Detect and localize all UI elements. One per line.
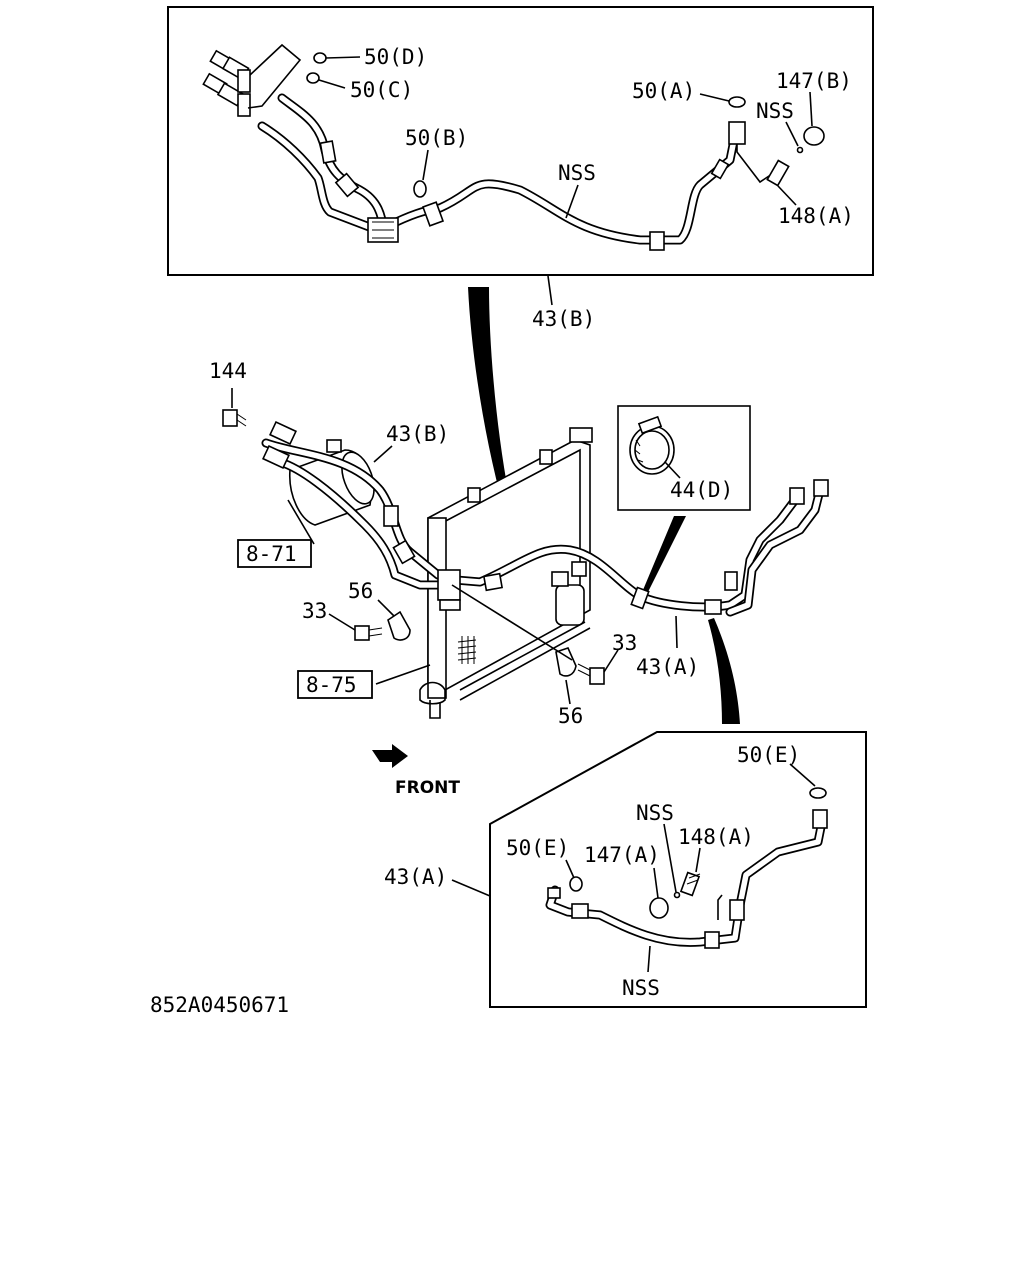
label-clip-56-right: 56	[558, 704, 583, 728]
label-o-ring-50c: 50(C)	[350, 78, 413, 102]
label-pipe-43a-main: 43(A)	[636, 655, 699, 679]
bottom-inset-frame	[489, 731, 867, 1008]
nss-cap-bottom	[673, 891, 681, 899]
label-o-ring-50d: 50(D)	[364, 45, 427, 69]
label-pipe-43a-inset: 43(A)	[384, 865, 447, 889]
bottom-inset: 50(E) NSS 148(A) 50(E) 147(A) NSS 43(A)	[384, 731, 867, 1008]
label-clamp-44d: 44(D)	[670, 478, 733, 502]
top-inset-leader	[547, 275, 553, 306]
label-o-ring-50b: 50(B)	[405, 126, 468, 150]
label-bolt-144: 144	[209, 359, 247, 383]
pointer-arrow-clamp	[643, 516, 686, 592]
label-pipe-43b-main: 43(B)	[386, 422, 449, 446]
label-nss-hose-top: NSS	[558, 161, 596, 185]
condenser-grille	[457, 636, 477, 664]
pointer-arrow-top	[468, 287, 520, 546]
top-inset-fittings	[202, 49, 251, 117]
label-top-inset-43b: 43(B)	[532, 307, 595, 331]
cap-147a	[649, 897, 669, 919]
label-valve-148a-bottom: 148(A)	[678, 825, 754, 849]
label-valve-148a-top: 148(A)	[778, 204, 854, 228]
label-front: FRONT	[395, 778, 460, 798]
label-nss-hose-bottom: NSS	[622, 976, 660, 1000]
label-nss-cap-top: NSS	[756, 99, 794, 123]
label-cap-147b: 147(B)	[776, 69, 852, 93]
label-ref-8-71: 8-71	[246, 542, 297, 566]
label-ref-8-75: 8-75	[306, 673, 357, 697]
label-o-ring-50a: 50(A)	[632, 79, 695, 103]
label-o-ring-50e-top: 50(E)	[737, 743, 800, 767]
bolt-33-right	[577, 663, 605, 685]
bolt-33-left	[354, 625, 383, 641]
pointer-arrow-bottom	[708, 618, 740, 724]
label-bolt-33-left: 33	[302, 599, 327, 623]
label-bolt-33-right: 33	[612, 631, 637, 655]
label-o-ring-50e-left: 50(E)	[506, 836, 569, 860]
document-id: 852A0450671	[150, 993, 289, 1017]
front-indicator: FRONT	[372, 744, 460, 798]
top-inset: 50(D) 50(C) 50(B) 50(A) 147(B) NSS NSS 1…	[167, 6, 874, 276]
clip-56-right	[555, 647, 577, 677]
label-nss-cap-bottom: NSS	[636, 801, 674, 825]
label-cap-147a: 147(A)	[584, 843, 660, 867]
clamp-inset	[617, 405, 751, 592]
bolt-144	[222, 409, 247, 427]
label-clip-56-left: 56	[348, 579, 373, 603]
o-ring-50e-top	[809, 787, 827, 799]
ref-box-8-75	[297, 670, 373, 699]
clip-56-left	[387, 610, 411, 641]
ref-box-8-71	[237, 539, 312, 568]
o-ring-50e-left	[569, 876, 583, 892]
small-drier	[551, 561, 587, 626]
top-inset-frame	[167, 6, 874, 276]
front-arrow-icon	[372, 744, 408, 768]
valve-148a-bottom	[679, 871, 701, 897]
main-assembly: 144 43(B) 8-71 56 33 8-75 44(D) 33 43(A)…	[209, 359, 829, 728]
